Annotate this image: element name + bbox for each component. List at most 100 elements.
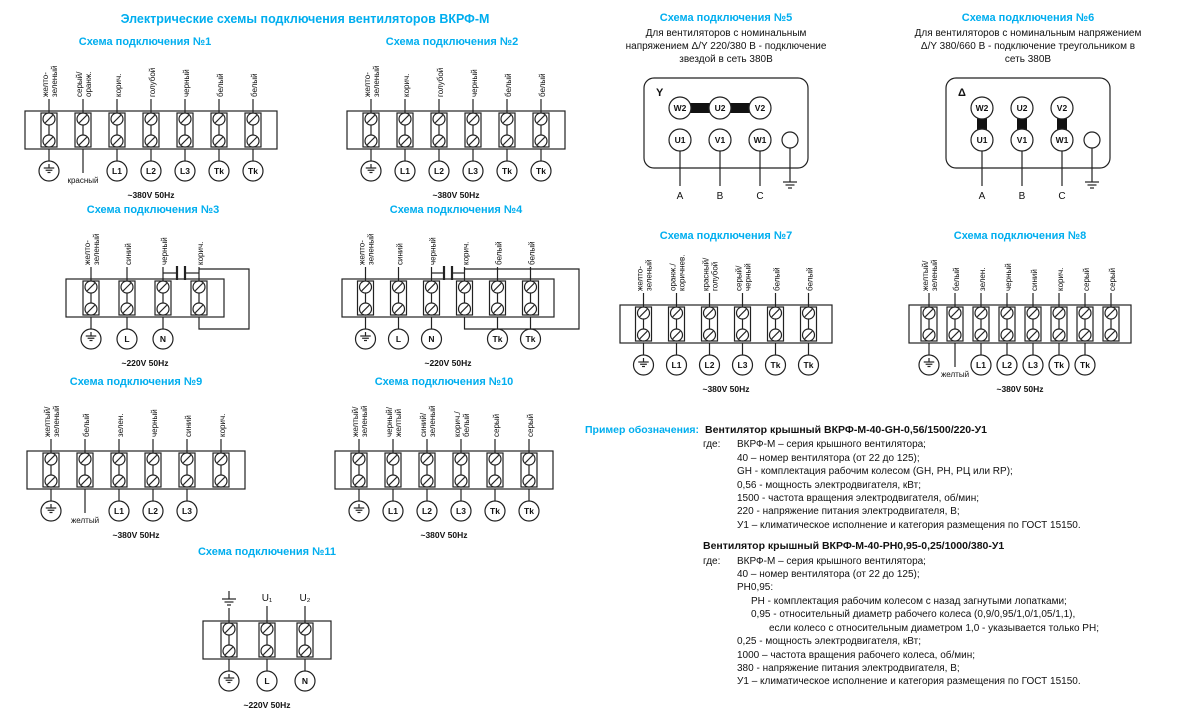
where-label: где:: [703, 555, 721, 567]
example-line: 40 – номер вентилятора (от 22 до 125);: [737, 569, 920, 581]
svg-text:голубой: голубой: [711, 262, 720, 291]
svg-text:Tk: Tk: [536, 166, 546, 176]
svg-text:голубой: голубой: [436, 68, 445, 97]
schema-title: Схема подключения №8: [953, 230, 1087, 242]
svg-text:C: C: [756, 191, 763, 202]
svg-text:L2: L2: [434, 166, 444, 176]
svg-text:коричнев.: коричнев.: [678, 255, 687, 291]
svg-text:Tk: Tk: [804, 360, 814, 370]
svg-text:B: B: [1019, 191, 1026, 202]
svg-text:V1: V1: [715, 135, 726, 145]
example-line: PH - комплектация рабочим колесом с наза…: [751, 595, 1067, 607]
svg-text:L1: L1: [112, 166, 122, 176]
svg-text:Tk: Tk: [524, 506, 534, 516]
svg-text:белый: белый: [952, 267, 961, 291]
svg-text:желтый/: желтый/: [351, 406, 360, 437]
example-line: где:ВКРФ-М – серия крышного вентилятора;: [703, 555, 926, 567]
svg-text:V2: V2: [755, 103, 766, 113]
svg-text:желтый: желтый: [394, 409, 403, 437]
svg-text:черный: черный: [429, 237, 438, 265]
svg-text:N: N: [428, 334, 434, 344]
svg-text:корич.: корич.: [196, 242, 205, 265]
schema-title: Схема подключения №7: [659, 230, 793, 242]
svg-text:голубой: голубой: [148, 68, 157, 97]
svg-text:~220V 50Hz: ~220V 50Hz: [121, 358, 168, 368]
svg-text:L2: L2: [148, 506, 158, 516]
svg-text:W1: W1: [1056, 135, 1069, 145]
svg-text:~380V 50Hz: ~380V 50Hz: [432, 190, 479, 200]
example-line: 0,56 - мощность электродвигателя, кВт;: [737, 479, 921, 491]
svg-text:зелен.: зелен.: [116, 413, 125, 437]
svg-text:серый/: серый/: [75, 71, 84, 97]
svg-text:серый: серый: [492, 414, 501, 437]
svg-text:N: N: [160, 334, 166, 344]
schema-panel-6: Схема подключения №6 Для вентиляторов с …: [912, 12, 1144, 210]
svg-text:черный: черный: [150, 409, 159, 437]
svg-text:~380V 50Hz: ~380V 50Hz: [420, 530, 467, 540]
svg-text:желто-: желто-: [636, 266, 645, 291]
example-line: 40 – номер вентилятора (от 22 до 125);: [737, 452, 920, 464]
svg-text:W1: W1: [754, 135, 767, 145]
svg-text:оранж.: оранж.: [84, 72, 93, 97]
svg-text:Δ: Δ: [958, 87, 966, 99]
schema-title: Схема подключения №3: [86, 204, 220, 216]
example-line: У1 – климатическое исполнение и категори…: [737, 519, 1081, 531]
svg-text:белый: белый: [538, 73, 547, 97]
schema-title: Схема подключения №4: [389, 204, 523, 216]
schema-title: Схема подключения №1: [78, 36, 212, 48]
svg-text:L2: L2: [705, 360, 715, 370]
svg-text:корич.: корич.: [114, 74, 123, 97]
svg-text:белый: белый: [773, 267, 782, 291]
schema-description: Для вентиляторов с номинальным напряжени…: [625, 28, 827, 65]
svg-text:~220V 50Hz: ~220V 50Hz: [243, 700, 290, 710]
svg-text:V1: V1: [1017, 135, 1028, 145]
svg-text:синий: синий: [124, 243, 133, 265]
svg-text:Tk: Tk: [490, 506, 500, 516]
svg-text:красный: красный: [67, 176, 98, 185]
designation-example: Пример обозначения: Вентилятор крышный В…: [585, 424, 1175, 689]
svg-text:~220V 50Hz: ~220V 50Hz: [424, 358, 471, 368]
example-line: 0,95 - относительный диаметр рабочего ко…: [751, 609, 1076, 621]
svg-text:синий: синий: [1030, 269, 1039, 291]
svg-text:L2: L2: [1002, 360, 1012, 370]
example-heading: Пример обозначения:: [585, 424, 700, 436]
wiring-diagram: желто-зеленый серый/оранж. красный корич. L1…: [8, 51, 282, 201]
svg-text:L: L: [264, 676, 269, 686]
svg-text:L1: L1: [388, 506, 398, 516]
svg-text:L3: L3: [1028, 360, 1038, 370]
svg-text:желто-: желто-: [363, 72, 372, 97]
svg-text:L1: L1: [400, 166, 410, 176]
svg-text:A: A: [979, 191, 986, 202]
svg-text:L3: L3: [456, 506, 466, 516]
svg-text:L2: L2: [422, 506, 432, 516]
svg-text:белый: белый: [216, 73, 225, 97]
svg-text:черный: черный: [1004, 263, 1013, 291]
example-line: где:ВКРФ-М – серия крышного вентилятора;: [703, 439, 926, 451]
svg-text:~380V 50Hz: ~380V 50Hz: [702, 384, 749, 394]
svg-text:Y: Y: [656, 87, 664, 99]
svg-text:U2: U2: [715, 103, 726, 113]
svg-text:зеленый: зеленый: [50, 65, 59, 97]
schema-title: Схема подключения №10: [374, 376, 514, 388]
svg-text:Tk: Tk: [526, 334, 536, 344]
svg-text:серый/: серый/: [735, 265, 744, 291]
svg-text:белый: белый: [250, 73, 259, 97]
svg-text:желто-: желто-: [41, 72, 50, 97]
svg-text:корич.: корич.: [462, 242, 471, 265]
svg-text:зеленый: зеленый: [367, 233, 376, 265]
